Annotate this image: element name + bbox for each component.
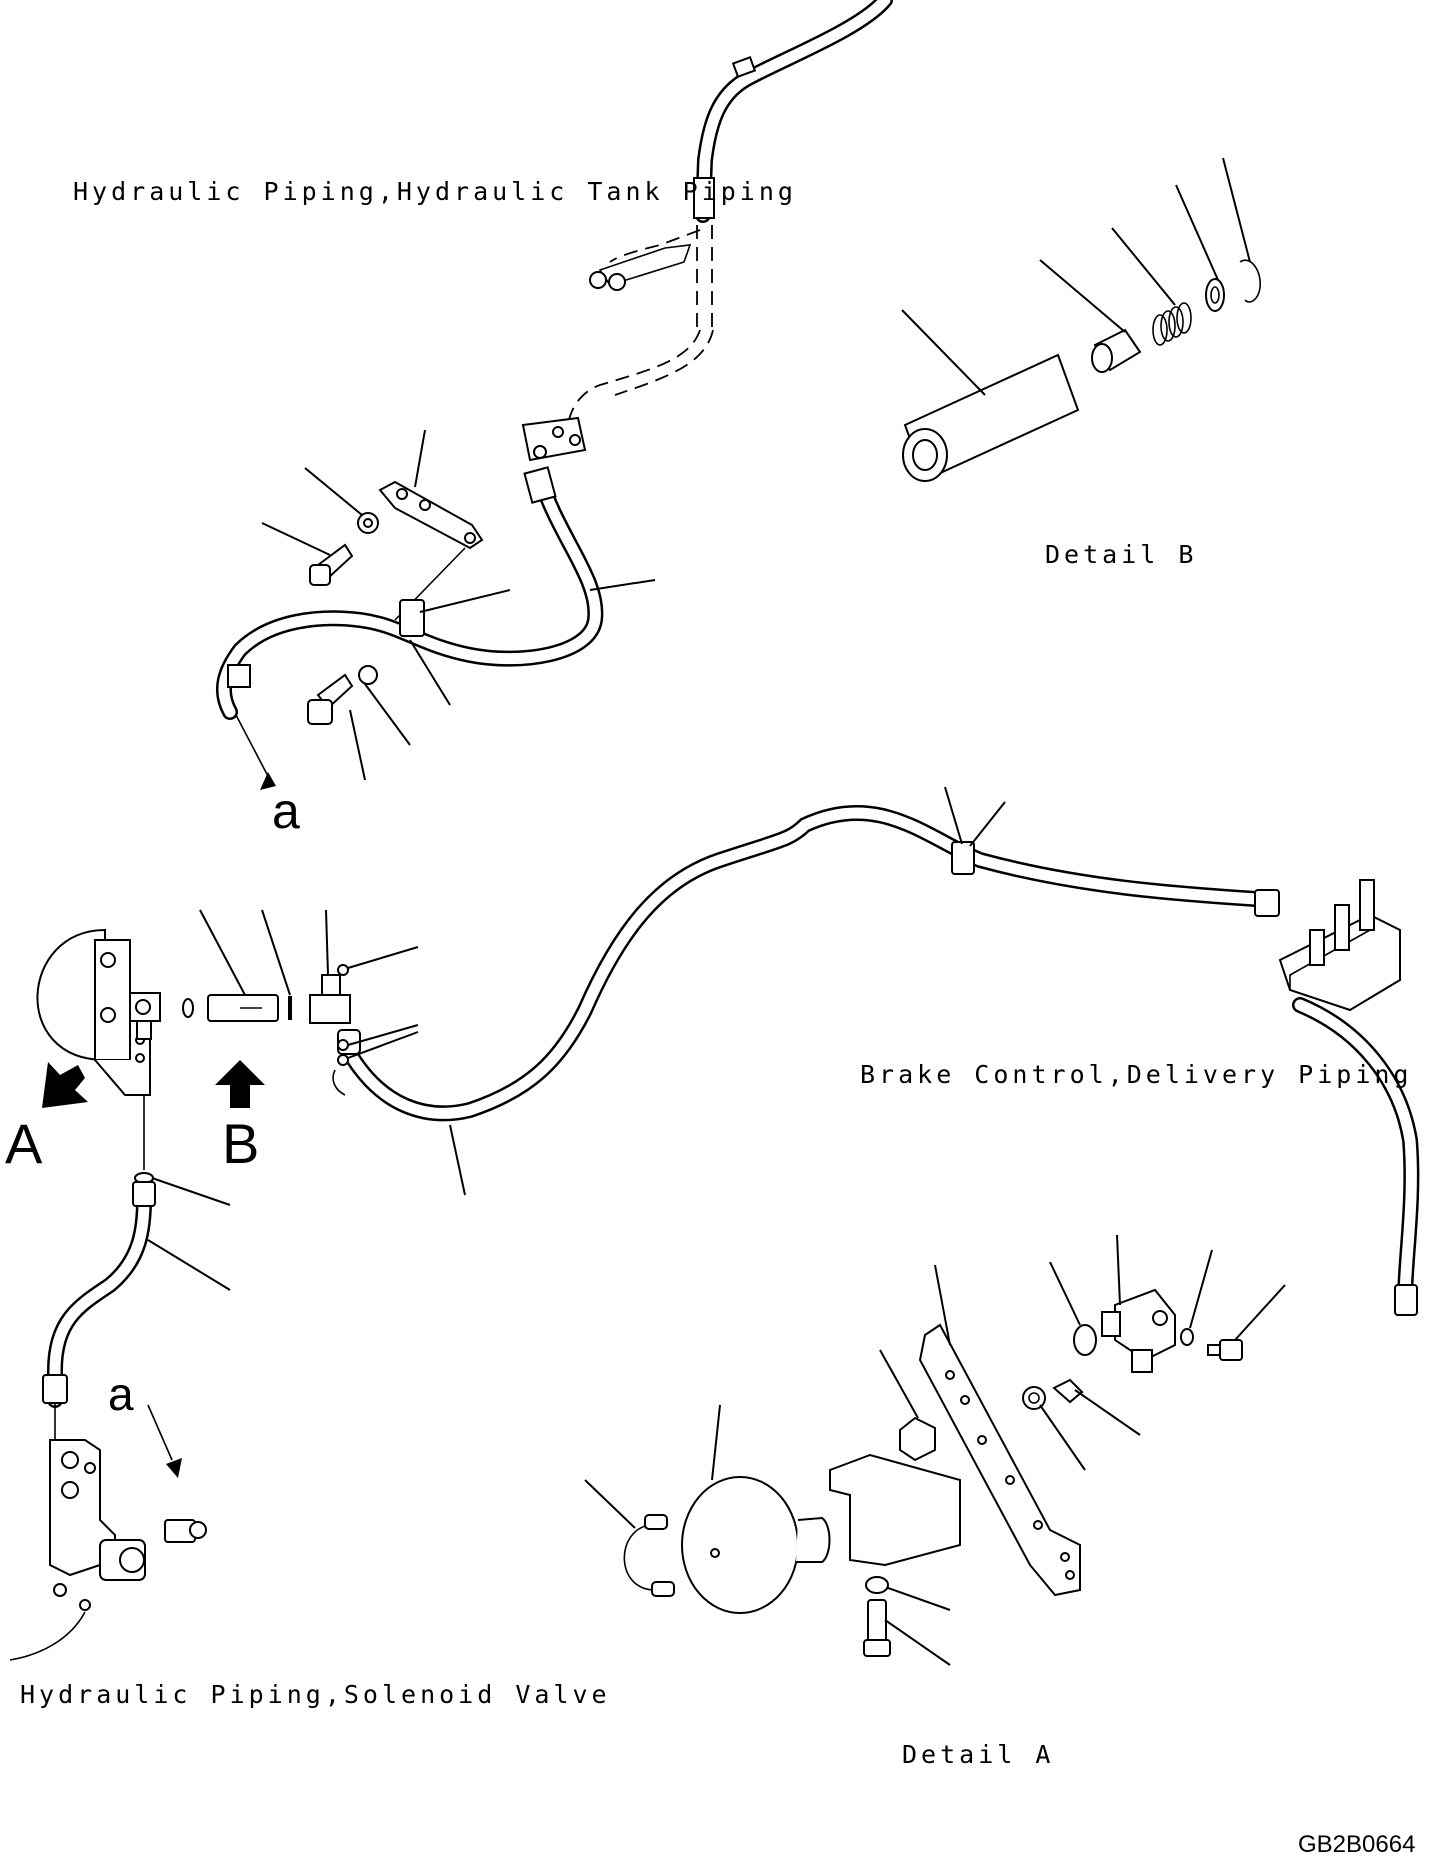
reference-a-bottom: a xyxy=(108,1368,134,1420)
solenoid-hose xyxy=(42,1181,231,1440)
accumulator-assembly xyxy=(36,909,419,1206)
brake-piping-label: Brake Control,Delivery Piping xyxy=(860,1060,1413,1089)
view-a-marker: A xyxy=(5,1112,43,1175)
solenoid-piping-label: Hydraulic Piping,Solenoid Valve xyxy=(20,1680,611,1709)
view-b-marker: B xyxy=(222,1112,259,1175)
solenoid-valve xyxy=(9,1404,207,1661)
detail-b-label: Detail B xyxy=(1045,540,1197,569)
tank-hose xyxy=(215,466,656,790)
drawing-code: GB2B0664 xyxy=(1298,1831,1415,1857)
view-arrows xyxy=(42,1060,265,1108)
detail-b-parts xyxy=(901,157,1261,482)
hose-clamp-bracket xyxy=(261,429,511,781)
brake-delivery-hose xyxy=(337,786,1280,1196)
detail-a-label: Detail A xyxy=(902,1740,1054,1769)
tank-return-pipe xyxy=(521,0,893,462)
tank-piping-label: Hydraulic Piping,Hydraulic Tank Piping xyxy=(73,177,797,206)
brake-valve-block xyxy=(1278,879,1420,1316)
reference-a-top: a xyxy=(272,783,300,839)
detail-a-parts xyxy=(584,1234,1286,1666)
